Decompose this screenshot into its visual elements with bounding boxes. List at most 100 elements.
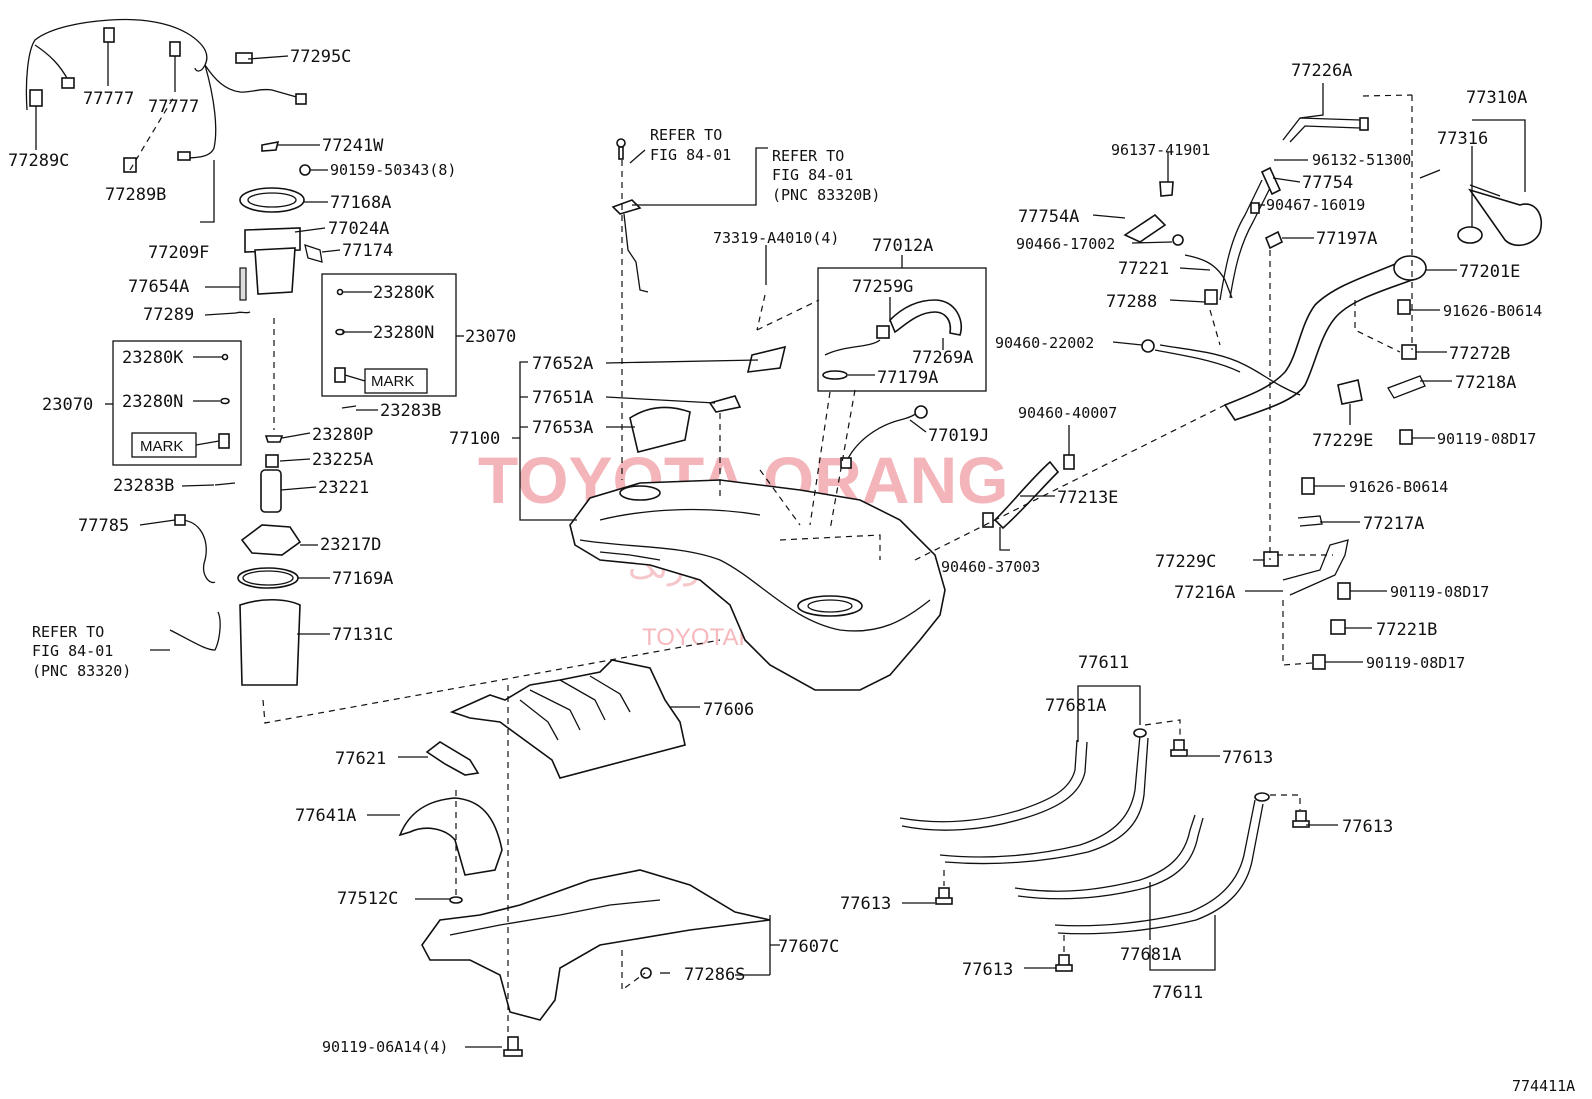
label-77226A: 77226A bbox=[1291, 61, 1352, 81]
label-77289: 77289 bbox=[143, 305, 194, 325]
label-90460-22002: 90460-22002 bbox=[995, 334, 1094, 352]
label-77613-a: 77613 bbox=[1222, 748, 1273, 768]
label-77621: 77621 bbox=[335, 749, 386, 769]
label-refer1-line2: FIG 84-01 bbox=[32, 642, 113, 660]
hose-77213E bbox=[993, 460, 1060, 530]
figure-code: 774411A bbox=[1512, 1077, 1575, 1095]
label-refer2-line1: REFER TO bbox=[650, 126, 722, 144]
label-refer3-line3: (PNC 83320B) bbox=[772, 186, 880, 204]
label-refer3-line1: REFER TO bbox=[772, 147, 844, 165]
label-23217D: 23217D bbox=[320, 535, 381, 555]
label-77100: 77100 bbox=[449, 429, 500, 449]
filler-pipe-assembly bbox=[1123, 117, 1542, 670]
label-77229C: 77229C bbox=[1155, 552, 1216, 572]
label-77169A: 77169A bbox=[332, 569, 393, 589]
label-77754A: 77754A bbox=[1018, 207, 1079, 227]
label-77613-d: 77613 bbox=[962, 960, 1013, 980]
label-77201E: 77201E bbox=[1459, 262, 1520, 282]
vent-hoses-77259G bbox=[822, 299, 962, 380]
clamp-90460-40007 bbox=[1063, 454, 1075, 470]
bolt-90119-06A14 bbox=[503, 1036, 523, 1057]
label-refer1-line3: (PNC 83320) bbox=[32, 662, 131, 680]
label-23280P: 23280P bbox=[312, 425, 373, 445]
label-77289B: 77289B bbox=[105, 185, 166, 205]
tank-bands bbox=[899, 728, 1310, 972]
label-77512C: 77512C bbox=[337, 889, 398, 909]
label-90466-17002: 90466-17002 bbox=[1016, 235, 1115, 253]
clip-77512C bbox=[449, 896, 463, 904]
label-91626-B0614-b: 91626-B0614 bbox=[1349, 478, 1448, 496]
label-23221: 23221 bbox=[318, 478, 369, 498]
label-77019J: 77019J bbox=[928, 426, 989, 446]
label-mark-right: MARK bbox=[371, 373, 414, 390]
label-refer3-line2: FIG 84-01 bbox=[772, 166, 853, 184]
fuel-pump-assembly bbox=[25, 18, 357, 686]
label-77295C: 77295C bbox=[290, 47, 351, 67]
protector-77641A bbox=[398, 797, 503, 876]
label-77288: 77288 bbox=[1106, 292, 1157, 312]
label-23283B-right: 23283B bbox=[380, 401, 441, 421]
clip-77286S bbox=[640, 967, 652, 979]
label-77131C: 77131C bbox=[332, 625, 393, 645]
label-77641A: 77641A bbox=[295, 806, 356, 826]
label-23070-right: 23070 bbox=[465, 327, 516, 347]
label-77652A: 77652A bbox=[532, 354, 593, 374]
tank-protector-77606 bbox=[449, 659, 686, 779]
label-91626-B0614-a: 91626-B0614 bbox=[1443, 302, 1542, 320]
label-refer1-line1: REFER TO bbox=[32, 623, 104, 641]
part-labels: 77295C 77777 77777 77289C 77289B 77209F … bbox=[8, 47, 1575, 1095]
label-23283B-left: 23283B bbox=[113, 476, 174, 496]
bracket-77621 bbox=[425, 741, 480, 776]
label-77754: 77754 bbox=[1302, 173, 1353, 193]
label-23070-left: 23070 bbox=[42, 395, 93, 415]
label-77651A: 77651A bbox=[532, 388, 593, 408]
label-77785: 77785 bbox=[78, 516, 129, 536]
label-90119-08D17-a: 90119-08D17 bbox=[1437, 430, 1536, 448]
tank-insulators bbox=[629, 345, 787, 453]
label-77613-b: 77613 bbox=[1342, 817, 1393, 837]
label-96132-51300: 96132-51300 bbox=[1312, 151, 1411, 169]
label-77209F: 77209F bbox=[148, 243, 209, 263]
label-96137-41901: 96137-41901 bbox=[1111, 141, 1210, 159]
label-77174: 77174 bbox=[342, 241, 393, 261]
protector-77607C bbox=[421, 869, 771, 1021]
label-77229E: 77229E bbox=[1312, 431, 1373, 451]
clamp-90460-37003 bbox=[982, 512, 994, 528]
label-90460-37003: 90460-37003 bbox=[941, 558, 1040, 576]
fuel-sender-rod bbox=[611, 138, 649, 293]
label-90159-50343: 90159-50343(8) bbox=[330, 161, 456, 179]
label-77269A: 77269A bbox=[912, 348, 973, 368]
fuel-tank-drawing bbox=[569, 479, 946, 691]
label-77221: 77221 bbox=[1118, 259, 1169, 279]
label-77286S: 77286S bbox=[684, 965, 745, 985]
label-23280K-right: 23280K bbox=[373, 283, 435, 303]
label-90119-06A14: 90119-06A14(4) bbox=[322, 1038, 448, 1056]
label-77272B: 77272B bbox=[1449, 344, 1510, 364]
label-77217A: 77217A bbox=[1363, 514, 1424, 534]
label-77316: 77316 bbox=[1437, 129, 1488, 149]
label-23225A: 23225A bbox=[312, 450, 373, 470]
label-77777-b: 77777 bbox=[148, 97, 199, 117]
label-90460-40007: 90460-40007 bbox=[1018, 404, 1117, 422]
label-77289C: 77289C bbox=[8, 151, 69, 171]
label-77221B: 77221B bbox=[1376, 620, 1437, 640]
label-23280N-left: 23280N bbox=[122, 392, 183, 412]
label-23280N-right: 23280N bbox=[373, 323, 434, 343]
label-77653A: 77653A bbox=[532, 418, 593, 438]
label-73319-A4010: 73319-A4010(4) bbox=[713, 229, 839, 247]
label-90119-08D17-c: 90119-08D17 bbox=[1366, 654, 1465, 672]
label-77777-a: 77777 bbox=[83, 89, 134, 109]
label-77213E: 77213E bbox=[1057, 488, 1118, 508]
label-77681A-bottom: 77681A bbox=[1120, 945, 1181, 965]
label-77024A: 77024A bbox=[328, 219, 389, 239]
label-77179A: 77179A bbox=[877, 368, 938, 388]
label-77654A: 77654A bbox=[128, 277, 189, 297]
leader-lines bbox=[35, 42, 1526, 1048]
label-77241W: 77241W bbox=[322, 136, 384, 156]
label-77259G: 77259G bbox=[852, 277, 913, 297]
label-77216A: 77216A bbox=[1174, 583, 1235, 603]
label-77606: 77606 bbox=[703, 700, 754, 720]
label-23280K-left: 23280K bbox=[122, 348, 184, 368]
label-77218A: 77218A bbox=[1455, 373, 1516, 393]
